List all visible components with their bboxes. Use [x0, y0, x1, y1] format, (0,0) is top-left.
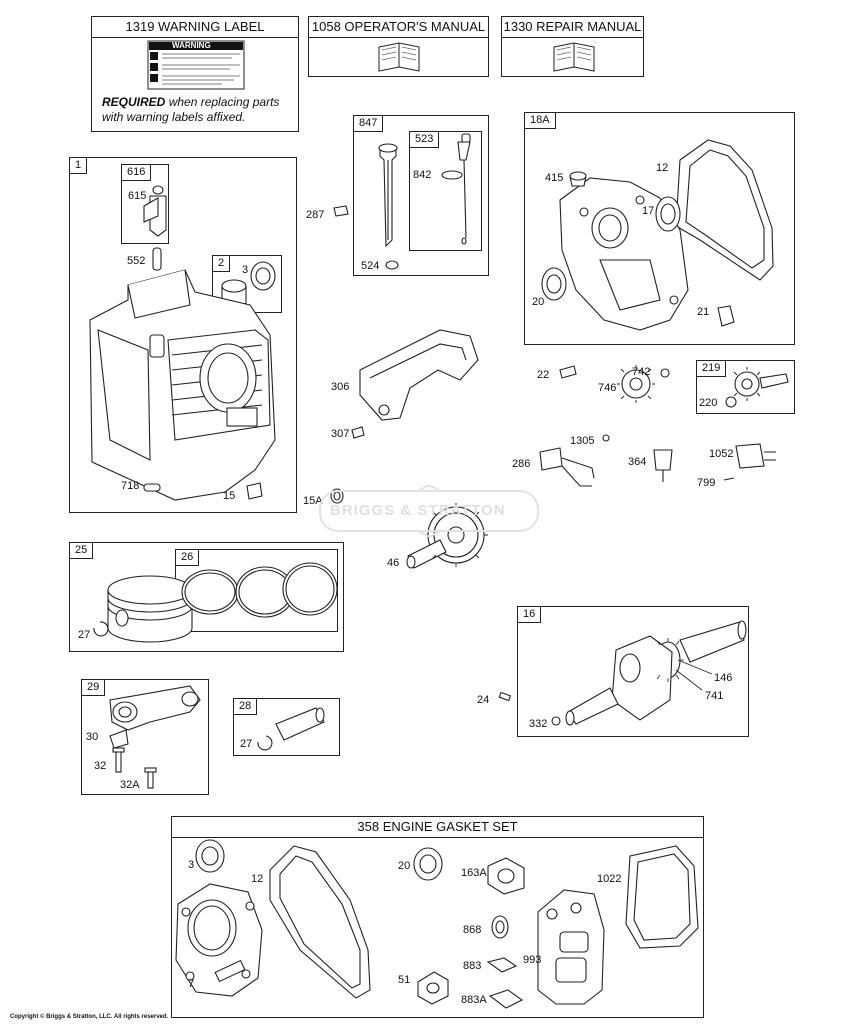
part-22-label: 22: [537, 369, 550, 381]
warning-label-title: 1319 WARNING LABEL: [92, 17, 298, 38]
part-552-label: 552: [127, 255, 146, 267]
part-30-label: 30: [86, 731, 99, 743]
book-icon: [553, 42, 595, 72]
required-rest-2: with warning labels affixed.: [102, 110, 246, 124]
required-bold: REQUIRED: [102, 95, 166, 109]
part-27-piston-label: 27: [78, 629, 91, 641]
repair-manual-box: 1330 REPAIR MANUAL: [501, 16, 644, 77]
gasket-993-label: 993: [523, 954, 542, 966]
group-28-box: 28: [233, 698, 340, 756]
group-616-tag: 616: [121, 164, 152, 181]
part-615-label: 615: [128, 190, 147, 202]
part-415-label: 415: [545, 172, 564, 184]
gasket-set-box: 358 ENGINE GASKET SET: [171, 816, 704, 1018]
group-18a-tag: 18A: [524, 112, 556, 129]
part-842-label: 842: [413, 169, 432, 181]
watermark-text: BRIGGS & STRATTON: [330, 502, 506, 519]
part-15a-label: 15A: [303, 495, 323, 507]
gasket-868-label: 868: [463, 924, 482, 936]
part-524-label: 524: [361, 260, 380, 272]
briggs-stratton-watermark: [319, 485, 539, 537]
group-16-box: 16: [517, 606, 749, 737]
part-332-label: 332: [529, 718, 548, 730]
gasket-883a-label: 883A: [461, 994, 487, 1006]
part-17-label: 17: [642, 205, 655, 217]
part-1052-label: 1052: [709, 448, 734, 460]
operators-manual-box: 1058 OPERATOR'S MANUAL: [308, 16, 489, 77]
part-12-label: 12: [656, 162, 669, 174]
warning-sticker-icon: [147, 40, 245, 90]
operators-manual-title: 1058 OPERATOR'S MANUAL: [309, 17, 488, 38]
group-29-tag: 29: [81, 679, 106, 696]
warning-required-note: REQUIRED when replacing parts with warni…: [102, 95, 279, 125]
gasket-3-label: 3: [188, 859, 195, 871]
group-523-box: 523: [409, 131, 482, 251]
warning-sticker-head: WARNING: [172, 41, 211, 50]
group-16-tag: 16: [517, 606, 542, 623]
gasket-51-label: 51: [398, 974, 411, 986]
part-364-label: 364: [628, 456, 647, 468]
group-28-tag: 28: [233, 698, 258, 715]
gasket-883-label: 883: [463, 960, 482, 972]
part-307-label: 307: [331, 428, 350, 440]
part-220-label: 220: [699, 397, 718, 409]
gasket-7-label: 7: [188, 978, 195, 990]
gasket-20-label: 20: [398, 860, 411, 872]
part-746-label: 746: [598, 382, 617, 394]
warning-label-box: 1319 WARNING LABEL WARNING REQUIRED when…: [91, 16, 299, 132]
group-26-tag: 26: [175, 549, 200, 566]
group-1-cylinder-box: 1: [69, 157, 297, 513]
gasket-163a-label: 163A: [461, 867, 487, 879]
group-1-tag: 1: [69, 157, 88, 174]
required-rest-1: when replacing parts: [168, 95, 280, 109]
part-718-label: 718: [121, 480, 140, 492]
part-741-label: 741: [705, 690, 724, 702]
group-25-box: 25: [69, 542, 344, 652]
gasket-1022-label: 1022: [597, 873, 622, 885]
part-21-label: 21: [697, 306, 710, 318]
gasket-set-title: 358 ENGINE GASKET SET: [172, 817, 703, 838]
gasket-12-label: 12: [251, 873, 264, 885]
part-15-label: 15: [223, 490, 236, 502]
book-icon: [378, 42, 420, 72]
part-146-label: 146: [714, 672, 733, 684]
part-20-label: 20: [532, 296, 545, 308]
group-219-box: 219: [696, 360, 795, 414]
part-742-label: 742: [632, 366, 651, 378]
group-847-box: 847: [353, 115, 489, 276]
part-1305-label: 1305: [570, 435, 595, 447]
copyright-notice: Copyright © Briggs & Stratton, LLC. All …: [10, 1014, 169, 1020]
part-24-label: 24: [477, 694, 490, 706]
group-2-tag: 2: [212, 255, 231, 272]
group-523-tag: 523: [409, 131, 440, 148]
part-306-label: 306: [331, 381, 350, 393]
part-46-label: 46: [387, 557, 400, 569]
part-27-pin-label: 27: [240, 738, 253, 750]
part-287-label: 287: [306, 209, 325, 221]
part-286-label: 286: [512, 458, 531, 470]
part-32-label: 32: [94, 760, 107, 772]
part-799-label: 799: [697, 477, 716, 489]
repair-manual-title: 1330 REPAIR MANUAL: [502, 17, 643, 38]
group-25-tag: 25: [69, 542, 94, 559]
group-18a-box: 18A: [524, 112, 795, 345]
part-3-label: 3: [242, 264, 249, 276]
group-219-tag: 219: [696, 360, 727, 377]
group-616-box: 616: [121, 164, 169, 244]
group-847-tag: 847: [353, 115, 384, 132]
group-29-box: 29: [81, 679, 209, 795]
part-32a-label: 32A: [120, 779, 140, 791]
